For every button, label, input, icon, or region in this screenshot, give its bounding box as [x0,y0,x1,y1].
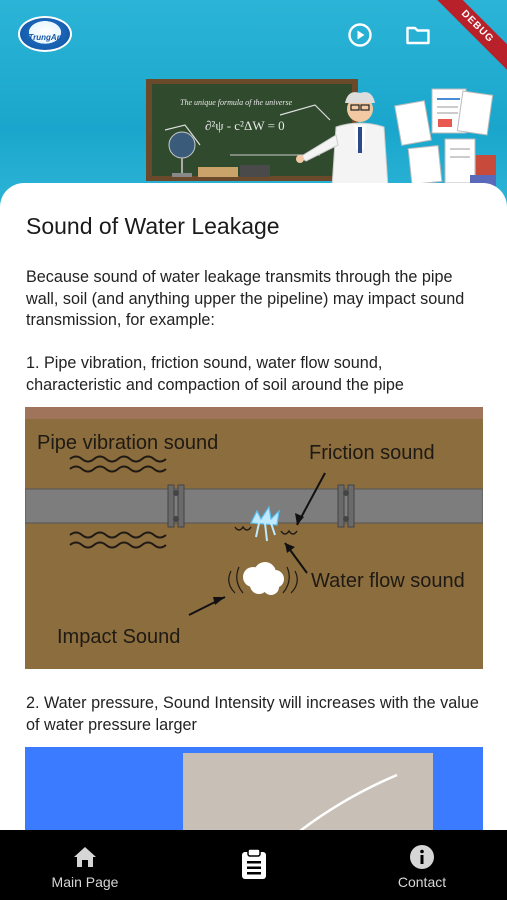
folder-icon[interactable] [405,22,431,48]
nav-contact-label: Contact [397,874,447,890]
app-logo: TrungAn [18,16,72,52]
pressure-diagram [25,747,483,830]
debug-banner: DEBUG [428,0,507,76]
home-icon [74,847,96,867]
play-circle-icon[interactable] [347,22,373,48]
professor-illustration: The unique formula of the universe ∂²ψ -… [146,79,496,199]
header-banner: TrungAn DEBUG The unique formula of the … [0,0,507,215]
article-point-1: 1. Pipe vibration, friction sound, water… [26,354,404,394]
nav-main-page[interactable]: Main Page [40,830,130,900]
label-water-flow: Water flow sound [311,570,465,592]
clipboard-icon [242,848,266,879]
label-impact: Impact Sound [57,626,180,648]
nav-contact[interactable]: Contact [380,830,464,900]
label-friction: Friction sound [309,442,435,464]
info-icon [410,845,434,869]
label-pipe-vibration: Pipe vibration sound [37,432,218,454]
board-text: The unique formula of the universe [180,98,293,107]
nav-main-page-label: Main Page [51,874,119,890]
article-point-2: 2. Water pressure, Sound Intensity will … [26,694,479,734]
logo-text: TrungAn [28,32,62,42]
board-formula: ∂²ψ - c²ΔW = 0 [205,118,285,133]
article-intro: Because sound of water leakage transmits… [26,268,465,329]
leak-sound-diagram: Pipe vibration sound Friction sound Wate… [25,407,483,669]
bottom-navigation: Main Page Contact [0,830,507,900]
article-card: Sound of Water Leakage Because sound of … [0,183,507,830]
article-title: Sound of Water Leakage [26,213,280,239]
nav-articles[interactable] [228,830,280,900]
